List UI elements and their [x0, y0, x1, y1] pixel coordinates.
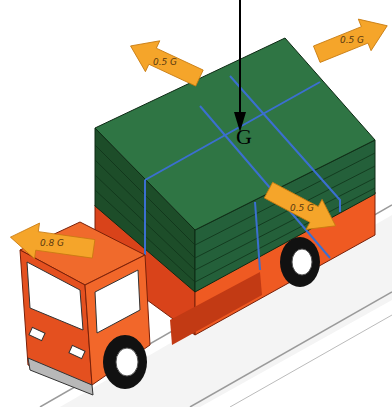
arrow-body	[260, 175, 343, 241]
force-arrow: 0.8 G	[10, 225, 94, 261]
force-value: 0.5 G	[264, 191, 340, 225]
wheel-hub	[116, 348, 138, 376]
side-window	[95, 270, 140, 333]
wheel	[280, 237, 320, 287]
arrow-body	[123, 31, 206, 94]
weight-label: G	[236, 124, 252, 150]
force-arrow: 0.5 G	[264, 191, 340, 225]
bumper	[28, 358, 93, 395]
arrow-body	[310, 10, 392, 70]
wheel-hub	[292, 249, 312, 275]
arrow-body	[8, 219, 96, 266]
road-edge	[230, 315, 392, 407]
force-value: 0.5 G	[127, 45, 203, 79]
headlight	[29, 327, 45, 340]
windshield	[27, 262, 83, 330]
headlight	[69, 345, 85, 358]
gravity-arrow	[239, 0, 241, 118]
force-value: 0.5 G	[314, 23, 390, 57]
lashing-strap	[145, 76, 340, 270]
force-arrow: 0.5 G	[314, 23, 390, 57]
force-arrow: 0.5 G	[127, 45, 203, 79]
force-value: 0.8 G	[10, 225, 94, 261]
wheel	[103, 335, 147, 389]
